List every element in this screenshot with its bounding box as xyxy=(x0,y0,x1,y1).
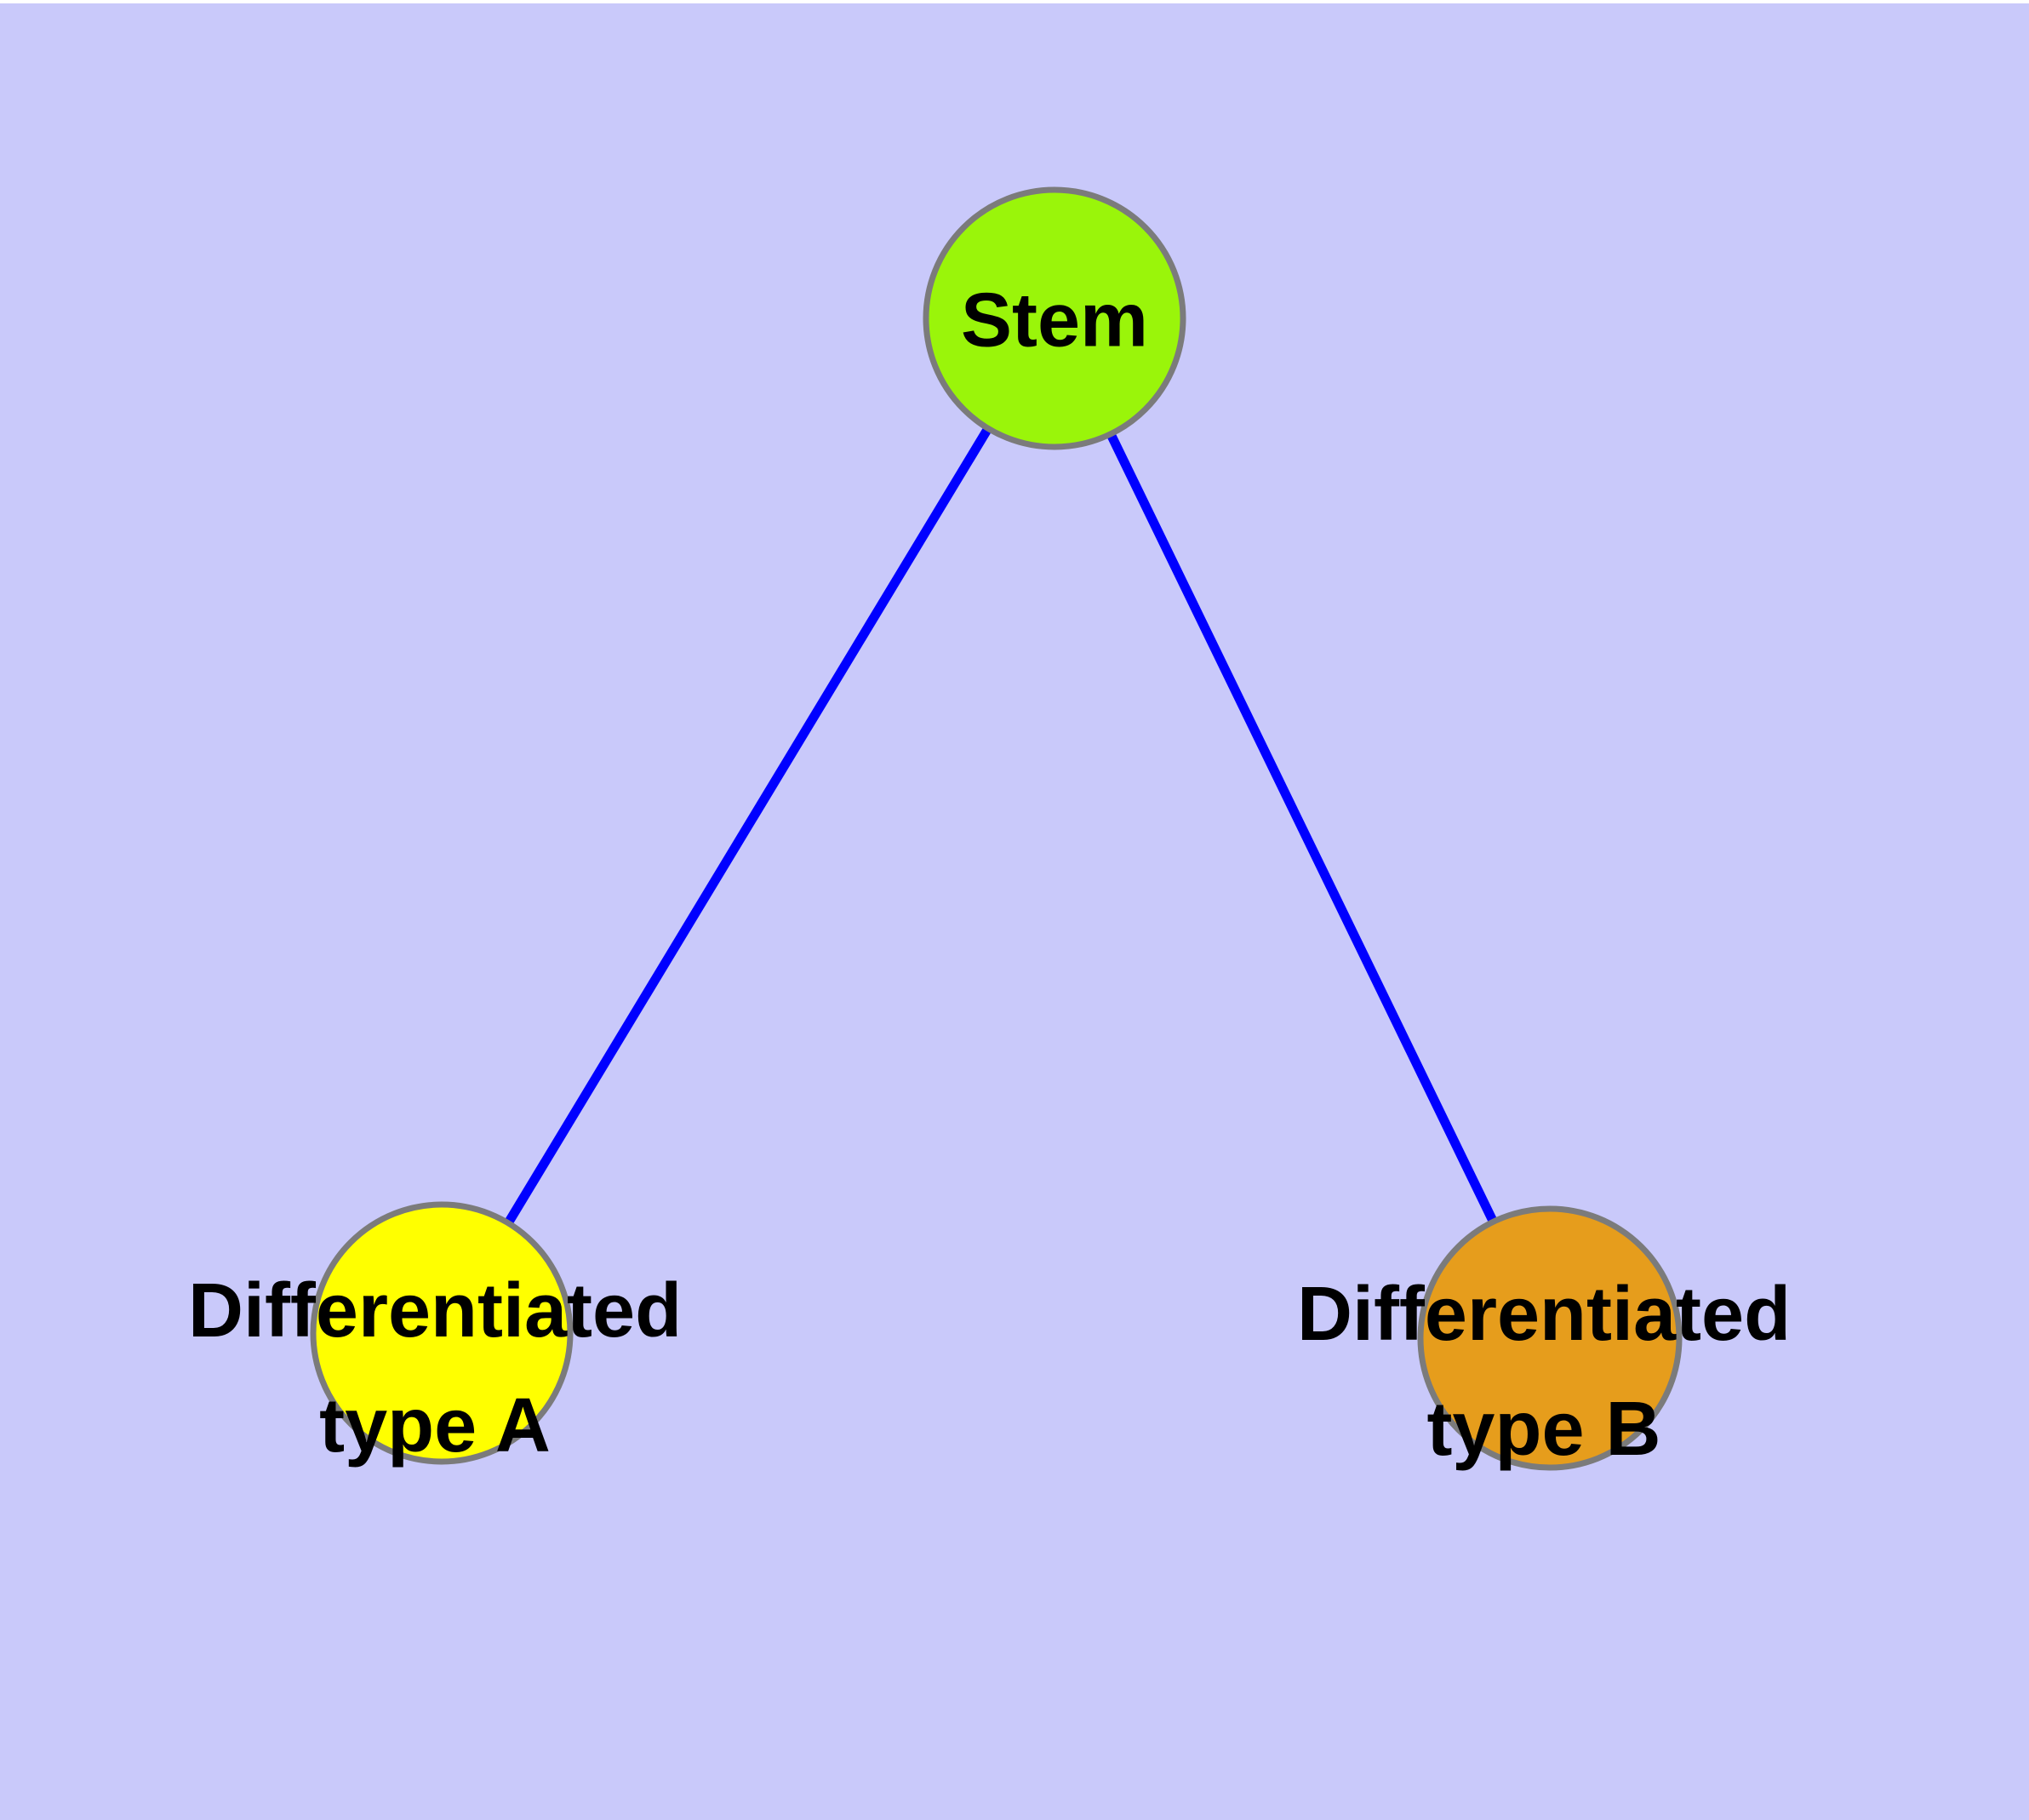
node-type-a-label: Differentiated type A xyxy=(187,1268,683,1468)
node-type-b-label: Differentiated type B xyxy=(1296,1272,1792,1472)
edge-stem-to-type-a xyxy=(437,316,1059,1336)
node-stem-label: Stem xyxy=(960,278,1149,363)
edge-stem-to-type-b xyxy=(1050,316,1554,1341)
node-stem-circle xyxy=(923,186,1186,450)
node-type-a-circle xyxy=(310,1201,574,1465)
node-type-b-circle xyxy=(1417,1205,1683,1471)
